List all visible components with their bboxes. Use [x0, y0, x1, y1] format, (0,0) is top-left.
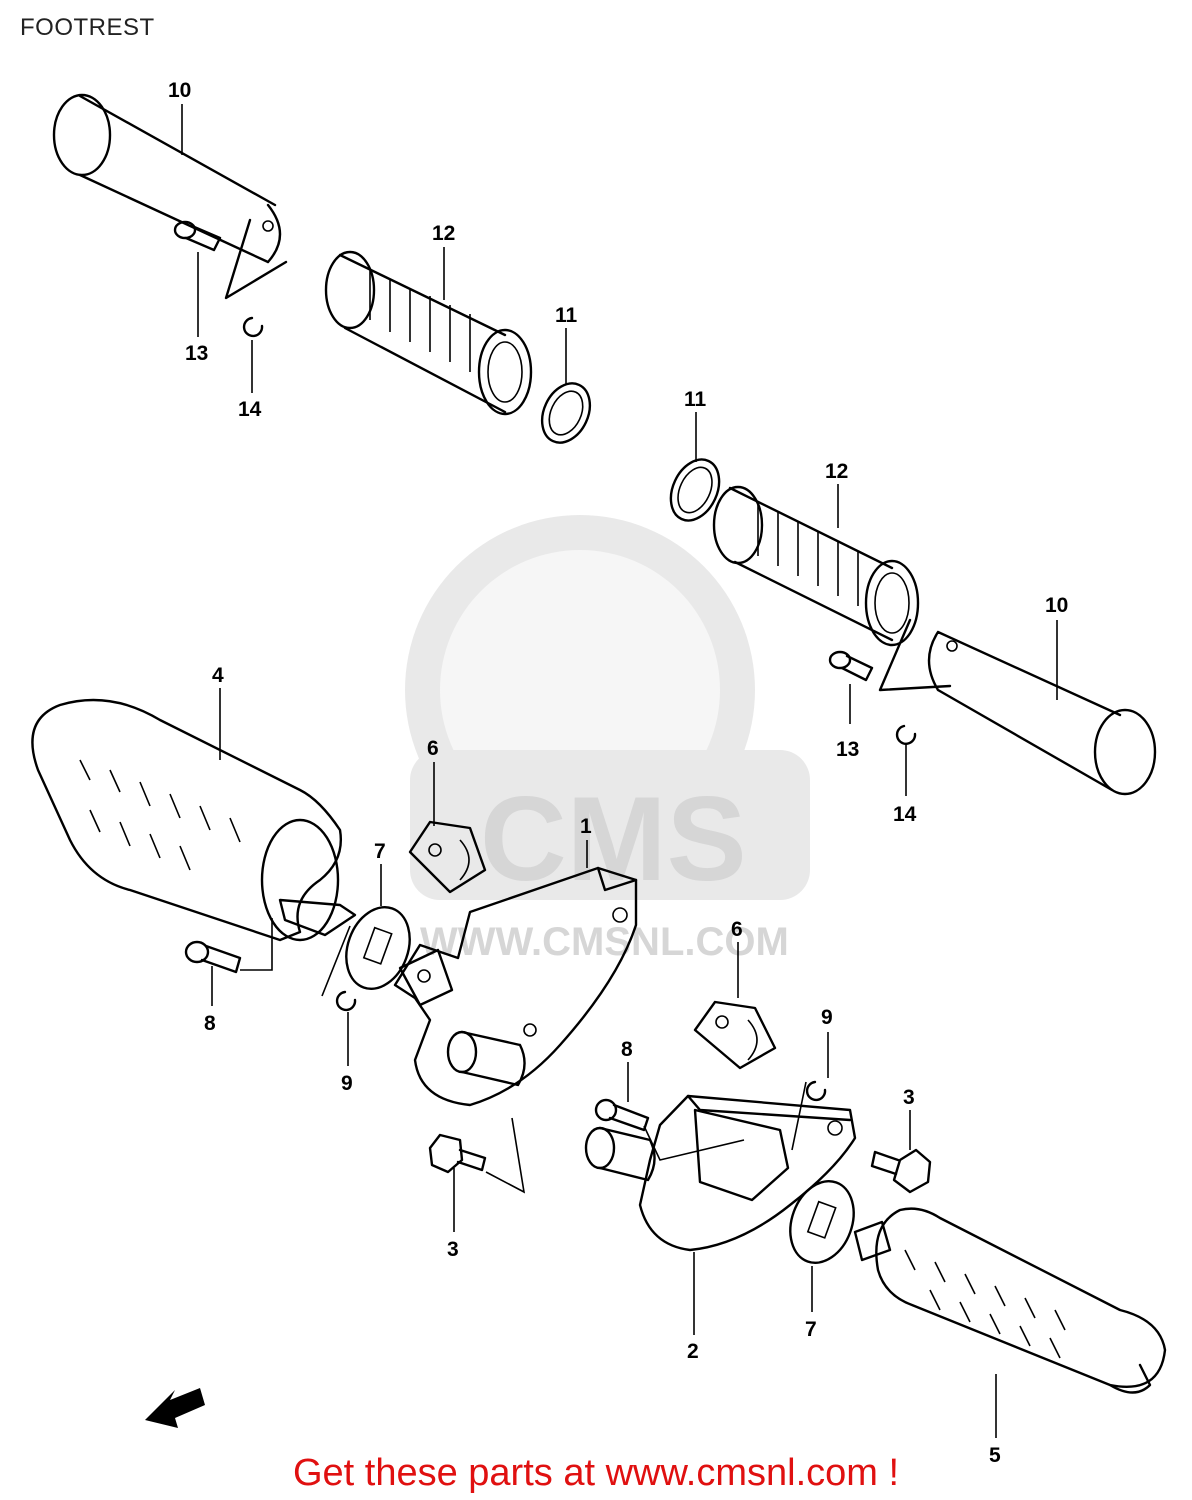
callout-12-right: 12 [825, 460, 848, 483]
part-13-right [828, 650, 874, 682]
callout-13-right: 13 [836, 738, 859, 761]
part-13-left [173, 220, 222, 252]
callout-10-right: 10 [1045, 594, 1068, 617]
part-10-right [878, 618, 1157, 796]
callout-4: 4 [212, 664, 224, 687]
part-8-right [594, 1098, 745, 1161]
watermark-logo: CMS [480, 772, 747, 906]
part-6-upper [408, 820, 487, 894]
part-14-left [242, 316, 264, 338]
callout-3-right: 3 [903, 1086, 915, 1109]
callout-9-left: 9 [341, 1072, 353, 1095]
callout-9-right: 9 [821, 1006, 833, 1029]
callout-1: 1 [580, 815, 592, 838]
part-1-bracket [393, 866, 638, 1107]
callout-14-left: 14 [238, 398, 262, 421]
part-4-footpeg-left [31, 698, 357, 942]
callout-10-left: 10 [168, 79, 191, 102]
part-3-left [428, 1117, 526, 1194]
callout-3-left: 3 [447, 1238, 459, 1261]
callout-11-left: 11 [555, 304, 578, 327]
part-3-right [870, 1148, 932, 1194]
part-7-right [789, 1180, 855, 1264]
part-12-left [324, 250, 533, 416]
callout-13-left: 13 [185, 342, 208, 365]
footer-link-text: Get these parts at www.cmsnl.com ! [292, 1452, 900, 1494]
page-title: FOOTREST [20, 14, 155, 41]
part-14-right [895, 724, 917, 745]
watermark-url: WWW.CMSNL.COM [420, 920, 789, 964]
watermark: CMS WWW.CMSNL.COM [405, 515, 810, 964]
callout-5: 5 [989, 1444, 1001, 1467]
callout-12-left: 12 [432, 222, 455, 245]
part-11-right [669, 458, 721, 522]
part-8-left [184, 918, 273, 974]
callout-8-right: 8 [621, 1038, 633, 1061]
part-2-bracket [584, 1094, 857, 1252]
part-7-left [345, 906, 411, 990]
callout-7-left: 7 [374, 840, 386, 863]
callout-8-left: 8 [204, 1012, 216, 1035]
part-9-left [321, 925, 357, 1012]
part-12-right [712, 485, 920, 647]
callout-labels: 10 12 11 13 14 11 12 10 13 14 4 6 1 7 8 … [168, 79, 1068, 1467]
callout-6-lower: 6 [731, 918, 743, 941]
part-5-footpeg-right [853, 1207, 1167, 1394]
part-10-left [52, 93, 288, 300]
part-11-left [540, 382, 592, 444]
front-arrow-icon [145, 1388, 205, 1428]
callout-6-upper: 6 [427, 737, 439, 760]
leader-lines [181, 104, 1058, 1438]
callout-2: 2 [687, 1340, 699, 1363]
part-6-lower [693, 1000, 777, 1070]
callout-14-right: 14 [893, 803, 917, 826]
callout-11-right: 11 [684, 388, 707, 411]
callout-7-right: 7 [805, 1318, 817, 1341]
